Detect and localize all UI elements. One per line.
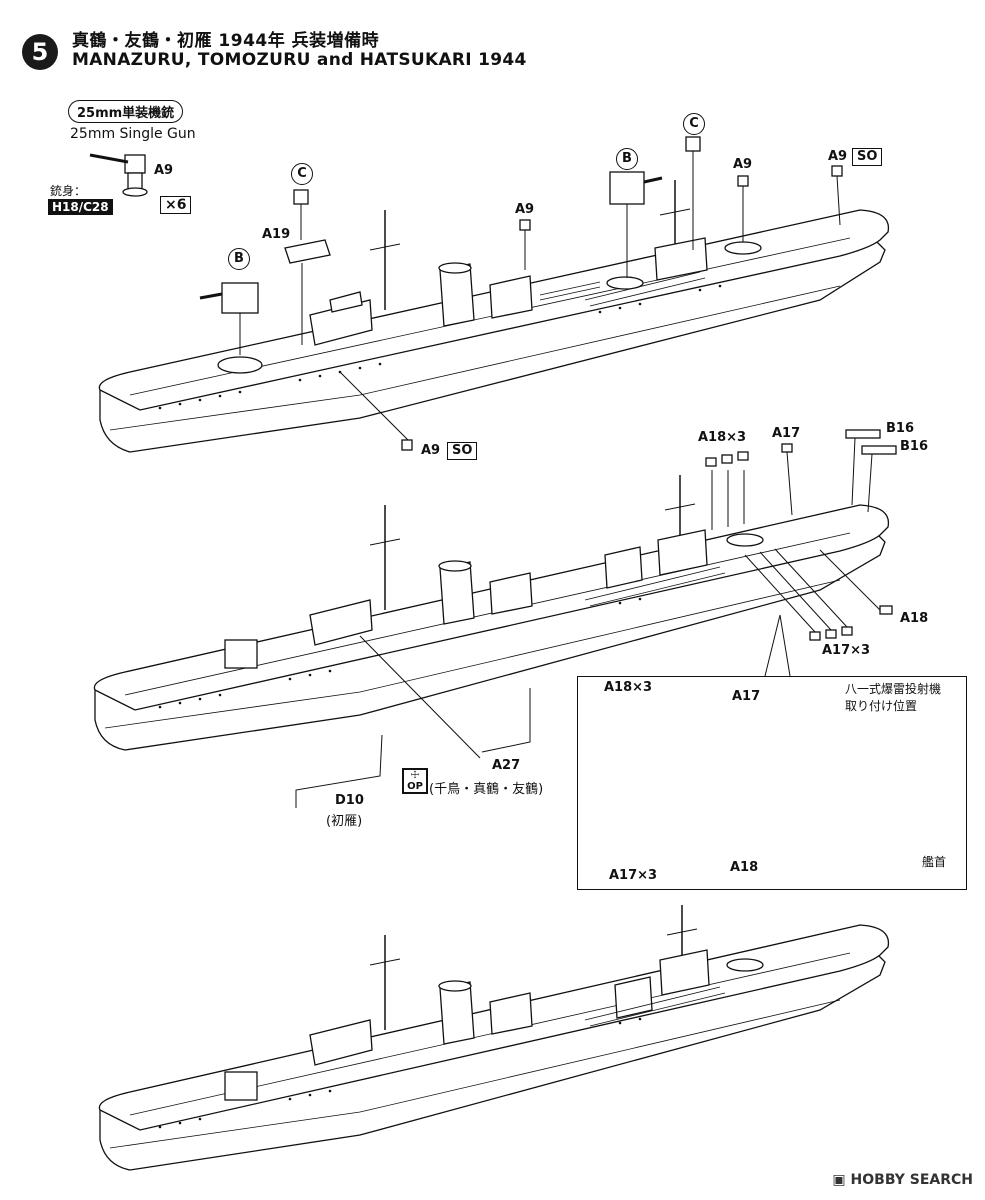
hobby-search-logo-icon: ▣ (832, 1172, 851, 1188)
ship2-part-d10: D10 (335, 793, 364, 808)
ship2-a27-note: (千鳥・真鶴・友鶴) (429, 782, 544, 797)
ship1-part-a9-so-bottom: A9 (421, 443, 441, 458)
ship2-part-a18: A18×3 (698, 430, 747, 445)
ship1-part-b-left: B (228, 248, 250, 270)
inset-note-line2: 取り付け位置 (845, 699, 918, 713)
ship2-part-b16-b: B16 (900, 439, 928, 454)
ship2-part-a17: A17 (772, 426, 801, 441)
gun-quantity-box: ×6 (160, 196, 192, 214)
ship1-part-a19: A19 (262, 227, 291, 242)
hobby-search-watermark: ▣ HOBBY SEARCH (832, 1172, 973, 1188)
step-title-en: MANAZURU, TOMOZURU and HATSUKARI 1944 (72, 50, 527, 70)
inset-note-line1: 八一式爆雷投射機 (845, 682, 942, 696)
ship-2-drawing (93, 429, 897, 808)
inset-part-a18x3: A18×3 (604, 680, 653, 695)
barrel-label: 銃身： (50, 184, 87, 198)
inset-part-a18: A18 (730, 860, 759, 875)
ship1-part-c-right: C (683, 113, 705, 135)
ship1-part-b-right: B (616, 148, 638, 170)
ship1-part-a9-mid: A9 (515, 202, 535, 217)
ship2-part-b16-a: B16 (886, 421, 914, 436)
ship1-so-box-right: SO (852, 148, 883, 166)
ship1-part-c-left: C (291, 163, 313, 185)
single-gun-drawing (89, 153, 148, 197)
gun-part-a9: A9 (154, 163, 174, 178)
ship1-so-box-bottom: SO (447, 442, 478, 460)
ship1-part-a9-so-right: A9 (828, 149, 848, 164)
ship2-d10-note: (初雁) (326, 814, 363, 829)
single-gun-label-en: 25mm Single Gun (70, 126, 196, 142)
single-gun-label-jp: 25mm単装機銃 (68, 100, 184, 123)
step-title-jp: 真鶴・友鶴・初雁 1944年 兵装増備時 (72, 31, 380, 51)
option-part-badge: ☩OP (402, 768, 428, 794)
inset-bow-label: 艦首 (922, 855, 947, 869)
op-icon: ☩ (410, 770, 420, 781)
ship2-part-a17x3: A17×3 (822, 643, 871, 658)
ship2-part-a18-right: A18 (900, 611, 929, 626)
ship-3-completed-drawing (98, 905, 890, 1171)
ship1-part-a9-right: A9 (733, 157, 753, 172)
inset-part-a17: A17 (732, 689, 761, 704)
barrel-parts-tag: H18/C28 (48, 199, 113, 215)
ship-1-drawing (98, 136, 890, 453)
inset-frame (577, 676, 967, 890)
step-number-badge: 5 (22, 34, 58, 70)
inset-part-a17x3: A17×3 (609, 868, 658, 883)
ship2-part-a27: A27 (492, 758, 521, 773)
